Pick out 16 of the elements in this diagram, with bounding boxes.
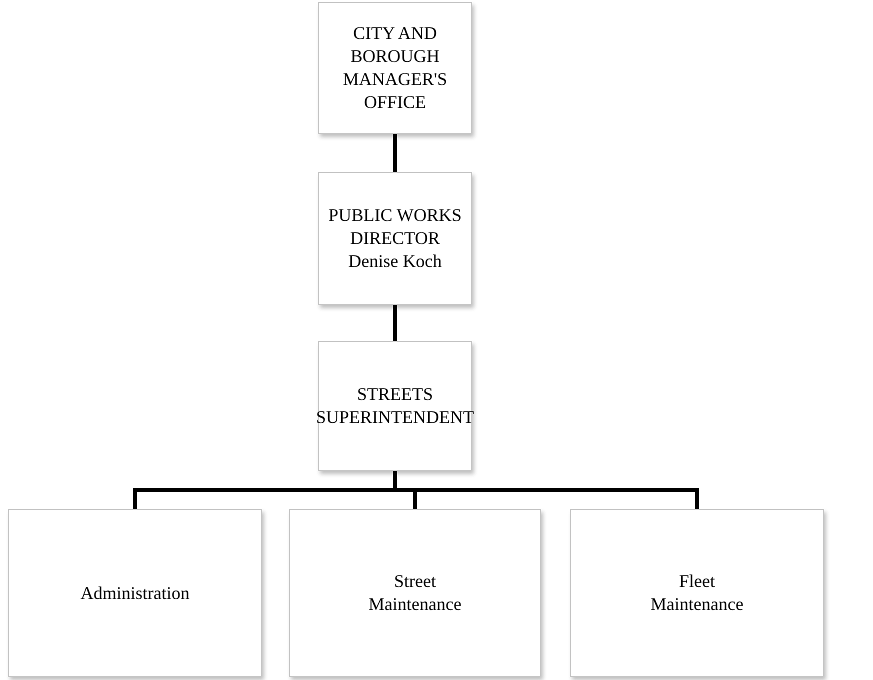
box-label: STREETS SUPERINTENDENT (316, 383, 474, 429)
org-box (570, 509, 824, 677)
box-label: CITY AND BOROUGH MANAGER'S OFFICE (342, 22, 448, 114)
box-label: Street Maintenance (368, 570, 462, 616)
org-box (8, 509, 262, 677)
org-box (318, 2, 472, 134)
connector-line (393, 134, 397, 172)
box-label: Fleet Maintenance (650, 570, 744, 616)
box-label: Administration (80, 582, 190, 604)
org-box (289, 509, 541, 677)
org-box (318, 172, 472, 305)
box-label: Denise Koch (348, 250, 442, 273)
box-label: PUBLIC WORKS DIRECTOR (327, 204, 463, 250)
org-box (318, 341, 472, 471)
connector-line (393, 471, 699, 509)
connector-line (393, 305, 397, 341)
